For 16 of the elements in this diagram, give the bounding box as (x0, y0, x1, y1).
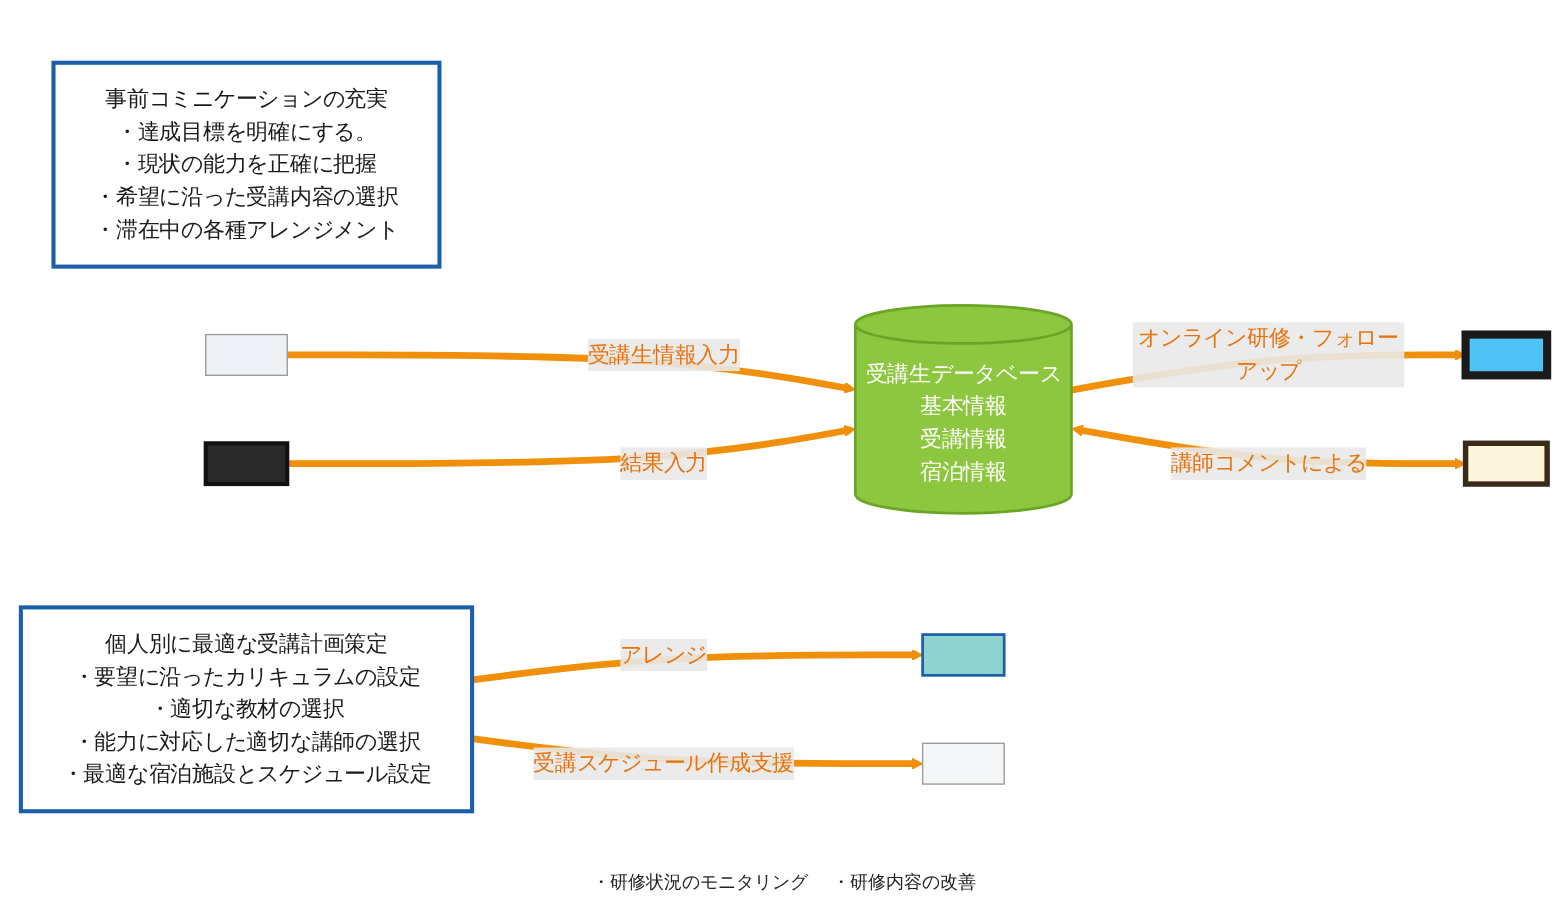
node-box (205, 333, 288, 376)
edge-label: オンライン研修・フォローアップ (1138, 325, 1399, 384)
node-box (1461, 330, 1552, 380)
note-text: ・研修内容の改善 (832, 870, 976, 894)
node-box (1462, 440, 1550, 487)
node-box: 事前コミニケーションの充実 ・達成目標を明確にする。 ・現状の能力を正確に把握 ・希望に沿った受講内容の選択 ・滞在中の各種アレンジメント (51, 60, 442, 269)
edge-label: 受講スケジュール作成支援 (533, 750, 795, 776)
node-box: 個人別に最適な受講計画策定 ・要望に沿ったカリキュラムの設定 ・適切な教材の選択 ・能力に対応した適切な講師の選択 ・最適な宿泊施設とスケジュール設定 (18, 605, 475, 814)
edge-label: 受講生情報入力 (587, 341, 740, 368)
edge-label: 講師コメントによる (1170, 450, 1367, 476)
note-text: ・研修状況のモニタリング (592, 870, 808, 894)
node-box (203, 441, 290, 487)
node-box (921, 633, 1006, 677)
edge-label: アレンジ (620, 641, 708, 668)
node-box (921, 742, 1005, 785)
edge-label: 結果入力 (620, 450, 708, 476)
